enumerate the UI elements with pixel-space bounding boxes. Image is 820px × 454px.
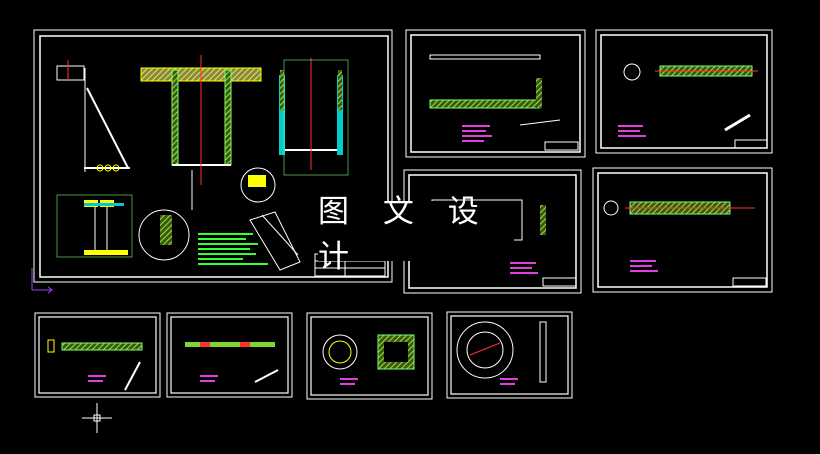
watermark: 图 文 设 计 [318, 194, 514, 275]
ucs-axis-icon [31, 268, 53, 294]
drawing-sheet-bar-2[interactable] [166, 312, 293, 398]
drawing-sheet-screw[interactable] [592, 167, 773, 293]
drawing-sheet-washer[interactable] [446, 311, 573, 399]
drawing-sheet-assembly[interactable] [33, 29, 393, 283]
drawing-sheet-shaft[interactable] [595, 29, 773, 154]
crosshair-cursor-icon [82, 403, 112, 433]
drawing-sheet-bushing[interactable] [306, 312, 433, 400]
drawing-sheet-bar-1[interactable] [34, 312, 161, 398]
watermark-text: 图 文 设 计 [318, 194, 491, 275]
drawing-sheet-long-part[interactable] [405, 29, 586, 158]
